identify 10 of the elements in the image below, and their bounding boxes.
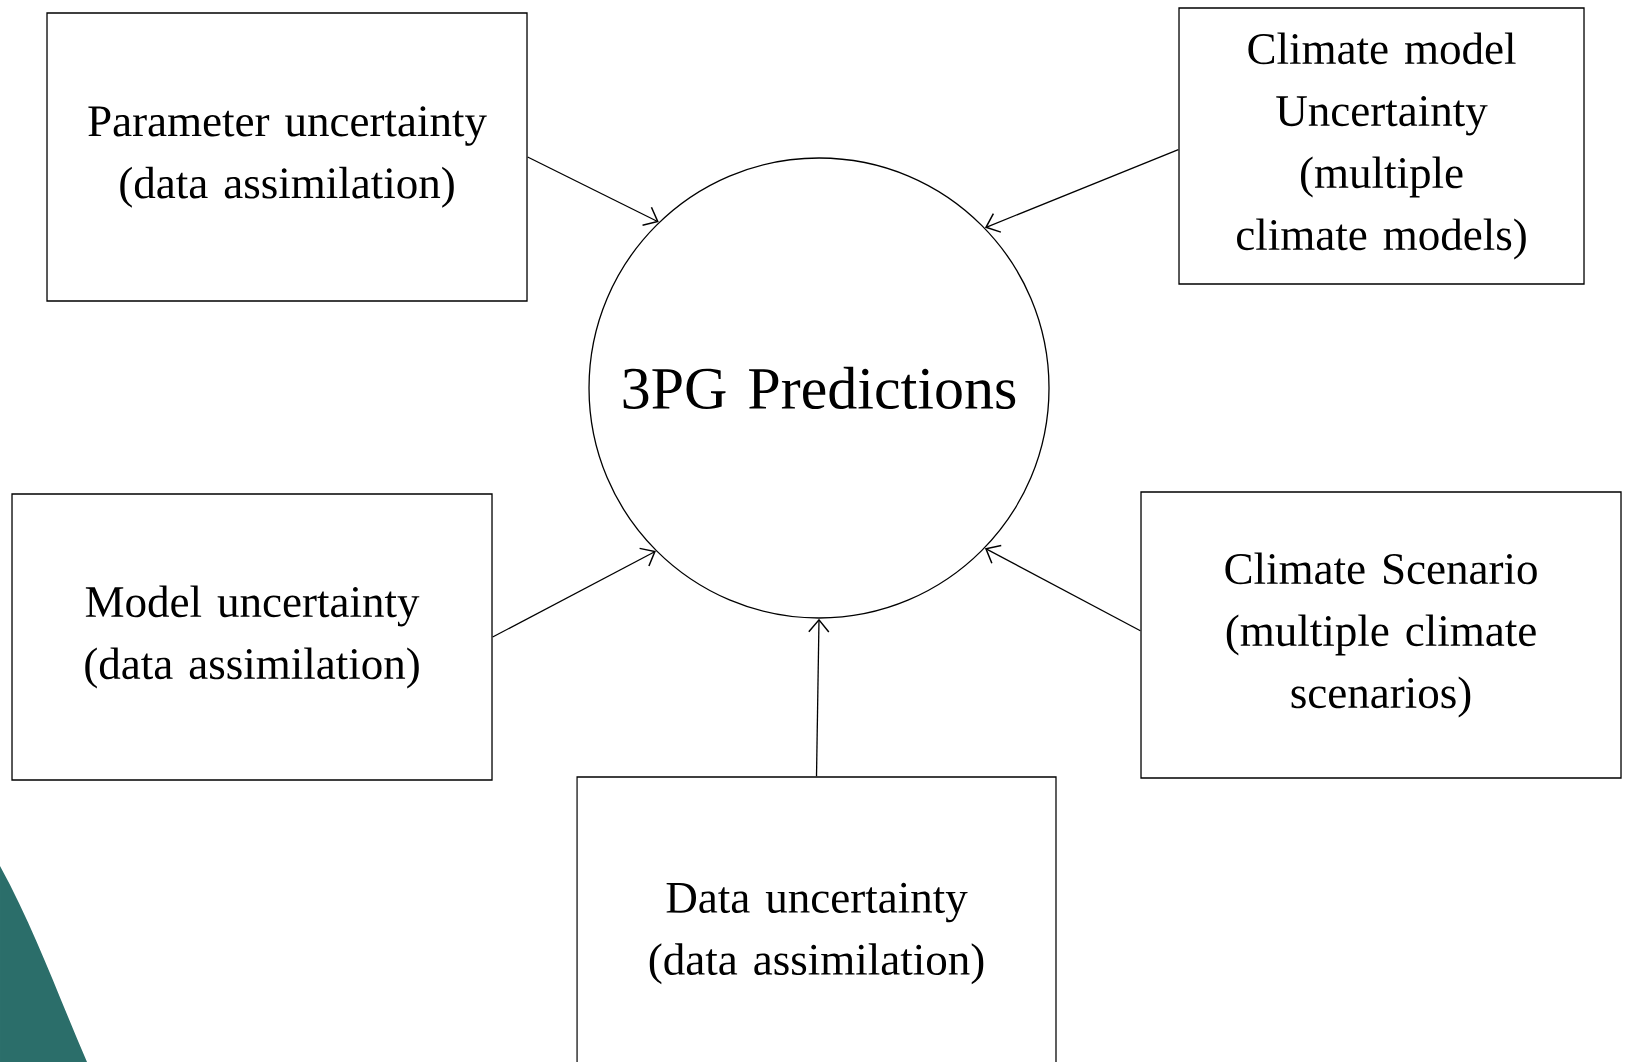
uncertainty-box: Climate Scenario (multiple climate scenarios) — [1140, 491, 1622, 779]
uncertainty-box: Parameter uncertainty (data assimilation) — [46, 12, 528, 302]
uncertainty-box: Model uncertainty (data assimilation) — [11, 493, 493, 781]
arrow — [984, 148, 1179, 233]
arrow — [492, 547, 656, 638]
arrow — [984, 544, 1141, 632]
arrow — [808, 618, 830, 777]
arrow — [527, 156, 659, 226]
uncertainty-box: Climate model Uncertainty (multiple climate models) — [1178, 7, 1585, 285]
uncertainty-box: Data uncertainty (data assimilation) — [576, 776, 1057, 1062]
